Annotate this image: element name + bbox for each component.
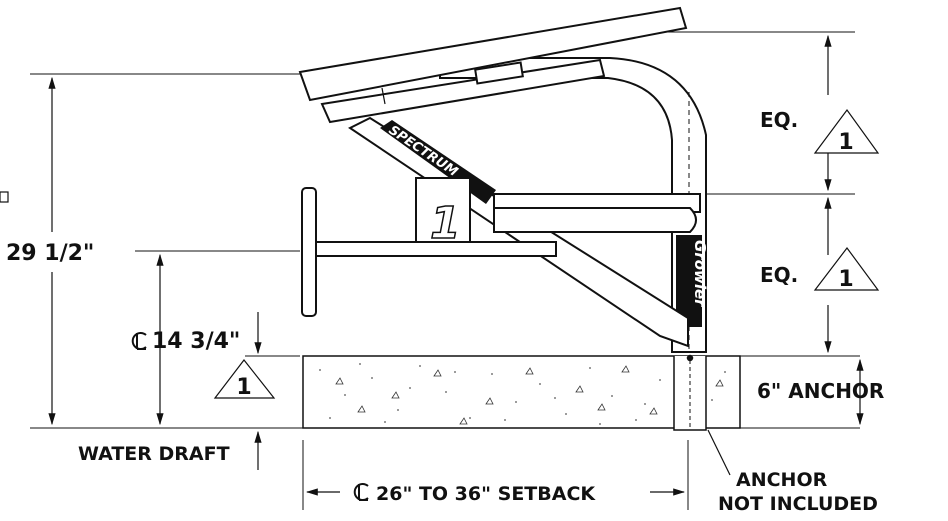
anchor-note-line1: ANCHOR (736, 469, 828, 491)
overall-height-label: 29 1/2" (6, 241, 94, 266)
centerline-height-label: 14 3/4" (152, 329, 240, 354)
callout-number-left: 1 (236, 375, 251, 400)
anchor-note-line2: NOT INCLUDED (718, 493, 878, 515)
step-block (415, 177, 701, 246)
anchor-socket (673, 354, 707, 431)
equal-top-label: EQ. (760, 108, 798, 132)
setback-label: 26" TO 36" SETBACK (376, 483, 596, 505)
edge-marker-icon (0, 191, 9, 203)
callout-number-mid: 1 (838, 267, 853, 292)
dimension-lines (48, 34, 864, 496)
centerline-symbol (131, 332, 147, 350)
callout-triangles (213, 108, 880, 399)
equal-bottom-label: EQ. (760, 263, 798, 287)
callout-number-top: 1 (838, 130, 853, 155)
anchor-depth-label: 6" ANCHOR (757, 379, 884, 403)
cross-handle (301, 187, 557, 317)
growler-brand-label: Growler (676, 235, 709, 327)
triangle-callout-left (213, 359, 276, 399)
dive-board (298, 6, 688, 124)
centerline-symbol-setback (353, 483, 369, 501)
svg-text:Growler: Growler (691, 240, 709, 308)
triangle-callout-mid (813, 246, 880, 291)
triangle-callout-top (813, 108, 880, 154)
water-draft-label: WATER DRAFT (78, 443, 230, 465)
concrete-slab (302, 355, 741, 429)
